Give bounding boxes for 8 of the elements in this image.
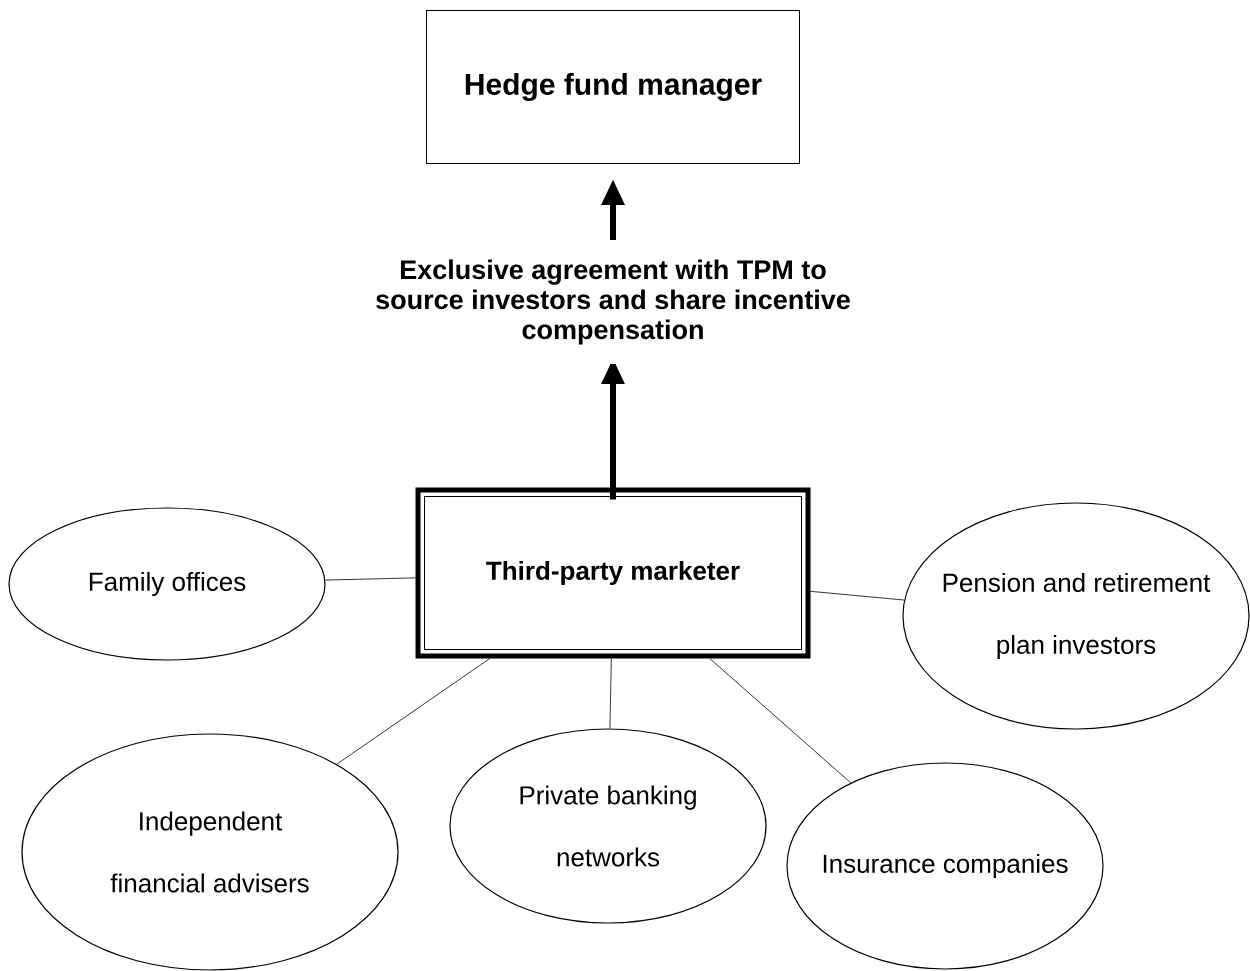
connector-line <box>336 658 491 765</box>
connector-line <box>709 658 852 784</box>
connector-line <box>810 590 905 601</box>
connector-line <box>325 577 416 581</box>
connector-line <box>609 658 612 729</box>
double-bordered-box: Third-party marketer <box>415 487 811 659</box>
process-box: Hedge fund manager <box>426 10 800 164</box>
edge-label: Exclusive agreement with TPM to source investors and share incentive compensation <box>371 240 855 364</box>
